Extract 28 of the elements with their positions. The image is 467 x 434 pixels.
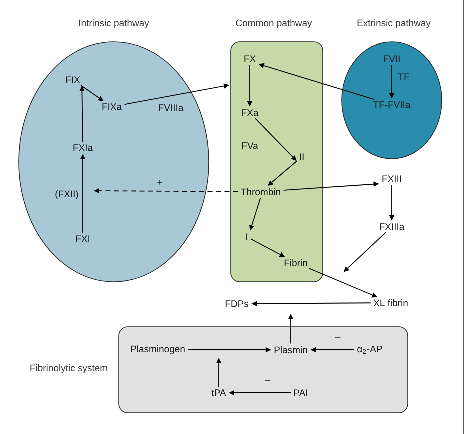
node-label: Fibrin: [284, 260, 308, 266]
region-title: Fibrinolytic system: [30, 364, 108, 374]
edge-label: –: [334, 336, 342, 342]
region-title: Common pathway: [236, 20, 312, 28]
region-title: Intrinsic pathway: [80, 20, 150, 28]
node-label: FIXa: [102, 104, 122, 110]
node-label: Thrombin: [241, 188, 280, 196]
node-label: FVII: [384, 56, 400, 62]
node-label: FXa: [242, 110, 259, 116]
node-label: FX: [244, 56, 256, 62]
edge-label: –: [264, 380, 272, 384]
node-label: II: [300, 154, 304, 160]
node-label: FDPs: [226, 300, 249, 308]
region-title: Extrinsic pathway: [358, 20, 431, 28]
node-label: Plasmin: [274, 346, 308, 354]
node-label: FIX: [66, 76, 80, 84]
node-label: XL fibrin: [374, 300, 408, 306]
node-label: I: [246, 234, 248, 240]
node-label: Plasminogen: [131, 346, 185, 354]
edge-label: +: [156, 179, 164, 187]
node-label: FXI: [76, 236, 90, 242]
node-label: FXIIIa: [380, 224, 405, 230]
node-label: FXIII: [382, 176, 402, 182]
node-label: FXIa: [74, 144, 94, 152]
node-label: PAI: [294, 390, 308, 396]
node-label: tPA: [212, 390, 226, 396]
node-label: α$_{2}$-AP: [358, 346, 382, 354]
node-label: TF-FVIIa: [373, 102, 411, 108]
